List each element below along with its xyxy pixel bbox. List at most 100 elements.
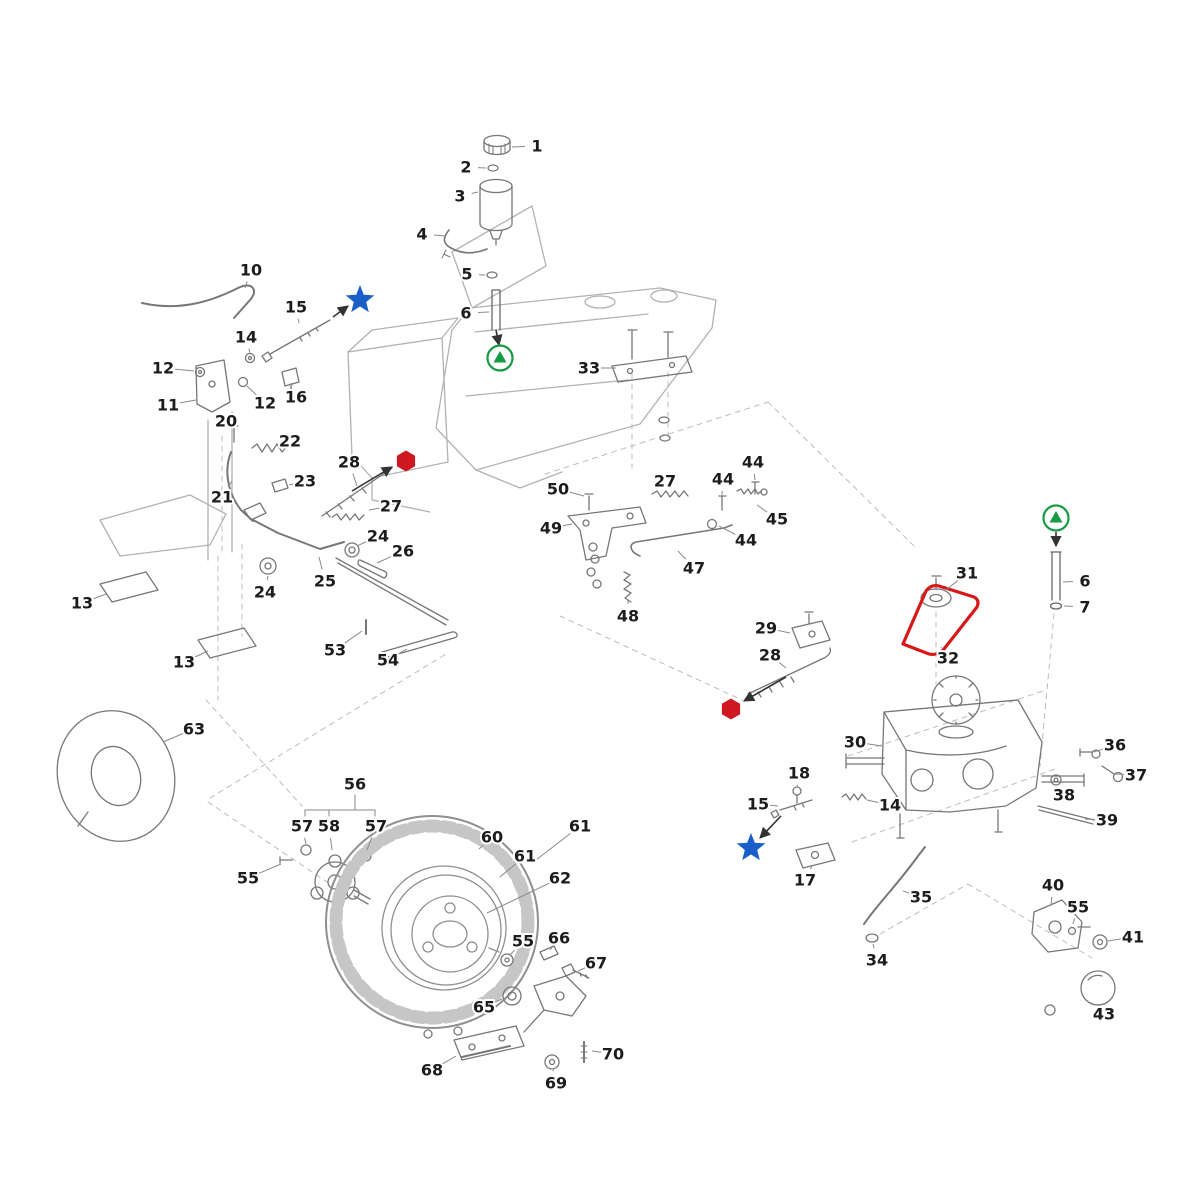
part-number-29: 29 [755,619,777,638]
callout-leader [549,947,553,951]
pointer-arrow [332,305,349,318]
part-number-37: 37 [1125,766,1147,785]
callout-leader [753,473,756,481]
part-number-11: 11 [157,396,179,415]
chassis-frame [99,205,717,561]
callout-leader [329,837,333,851]
part-number-55: 55 [237,869,259,888]
callout-leader [246,385,257,396]
part-number-5: 5 [461,265,472,284]
part-number-4: 4 [416,225,427,244]
part-number-69: 69 [545,1074,567,1093]
part-number-32: 32 [937,649,959,668]
part-number-39: 39 [1096,811,1118,830]
callout-leader [356,540,368,547]
part-number-43: 43 [1093,1005,1115,1024]
part-number-34: 34 [866,951,888,970]
callout-leader [809,865,813,870]
part-number-27: 27 [380,497,402,516]
callout-leader [442,1055,457,1065]
part-number-55: 55 [512,932,534,951]
callout-leader [756,504,768,513]
part-number-41: 41 [1122,928,1144,947]
part-number-50: 50 [547,480,569,499]
part-number-18: 18 [788,764,810,783]
part-number-26: 26 [392,542,414,561]
transaxle-assembly [747,575,1124,943]
callout-leader [535,832,571,861]
part-number-62: 62 [549,869,571,888]
part-number-67: 67 [585,954,607,973]
callout-leader [902,890,910,894]
callout-leader [194,650,209,658]
pointer-arrow [743,676,787,702]
callout-leader [1097,1003,1100,1007]
part-number-53: 53 [324,641,346,660]
callout-leader [398,648,408,655]
callout-leader [93,593,107,600]
callout-leader [162,733,184,743]
part-number-36: 36 [1104,736,1126,755]
part-number-23: 23 [294,472,316,491]
triangle-marker [1042,504,1070,532]
wheel-hub [279,844,372,905]
callout-leader [266,575,269,581]
part-number-14: 14 [879,796,901,815]
part-number-66: 66 [548,929,570,948]
drive-belt [901,583,980,657]
callout-leader [290,382,293,386]
part-number-65: 65 [473,998,495,1017]
callout-leader [277,446,280,449]
callout-leader [940,646,942,649]
part-number-54: 54 [377,651,399,670]
callout-leader [1093,748,1104,753]
callout-leader [258,863,282,874]
part-number-1: 1 [531,137,542,156]
part-number-25: 25 [314,572,336,591]
part-number-58: 58 [318,817,340,836]
callout-leader [366,837,373,851]
part-number-44: 44 [735,531,757,550]
part-number-20: 20 [215,412,237,431]
star-marker [736,833,766,861]
callout-leader [866,743,883,747]
callout-leader [511,145,526,148]
part-number-57: 57 [291,817,313,836]
part-number-12: 12 [152,359,174,378]
callout-leader [562,523,573,527]
callout-leader [368,507,380,511]
part-number-22: 22 [279,432,301,451]
callout-leader [227,480,233,488]
callout-leader [1072,918,1076,925]
callout-leader [248,348,251,354]
part-number-16: 16 [285,388,307,407]
axle-bracket-cluster [1031,899,1116,1016]
callout-leader [471,191,479,194]
callout-leader [494,998,503,1003]
construction-lines [205,371,1093,959]
part-number-47: 47 [683,559,705,578]
part-number-6: 6 [460,304,471,323]
hexagon-marker [396,450,416,472]
pointer-arrow [351,466,393,492]
callout-leader [777,629,791,634]
part-number-61: 61 [514,847,536,866]
hub-callout-bracket [304,794,376,817]
bracket-33 [611,329,693,442]
callout-leader [344,630,363,644]
tube-valve [77,811,89,827]
callout-leader [376,555,393,564]
part-number-15: 15 [747,795,769,814]
tire [325,815,539,1029]
triangle-marker [486,344,514,372]
center-linkage [567,481,768,603]
part-number-57: 57 [365,817,387,836]
part-number-21: 21 [211,488,233,507]
part-number-35: 35 [910,888,932,907]
part-number-44: 44 [742,453,764,472]
callout-leader [297,318,300,324]
part-number-17: 17 [794,871,816,890]
lever-cluster [99,284,458,659]
